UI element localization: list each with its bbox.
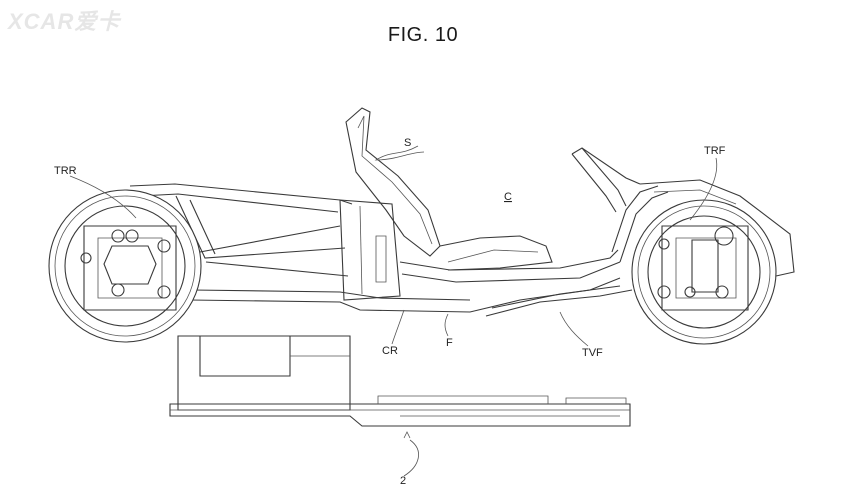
- label-c: C: [504, 191, 512, 203]
- label-ref-2: 2: [400, 475, 406, 487]
- rear-wheel: [48, 189, 202, 343]
- label-cr: CR: [382, 345, 398, 357]
- label-f: F: [446, 337, 453, 349]
- chassis-frame: [129, 147, 795, 317]
- figure-title: FIG. 10: [387, 24, 459, 46]
- leader-lines: [69, 145, 718, 477]
- label-trf: TRF: [704, 145, 726, 157]
- battery-pack: [169, 335, 631, 427]
- label-s: S: [404, 137, 411, 149]
- front-wheel: [631, 199, 777, 345]
- label-tvf: TVF: [582, 347, 603, 359]
- watermark-logo: XCAR爱卡: [8, 9, 121, 34]
- label-trr: TRR: [54, 165, 77, 177]
- seat: [345, 107, 553, 271]
